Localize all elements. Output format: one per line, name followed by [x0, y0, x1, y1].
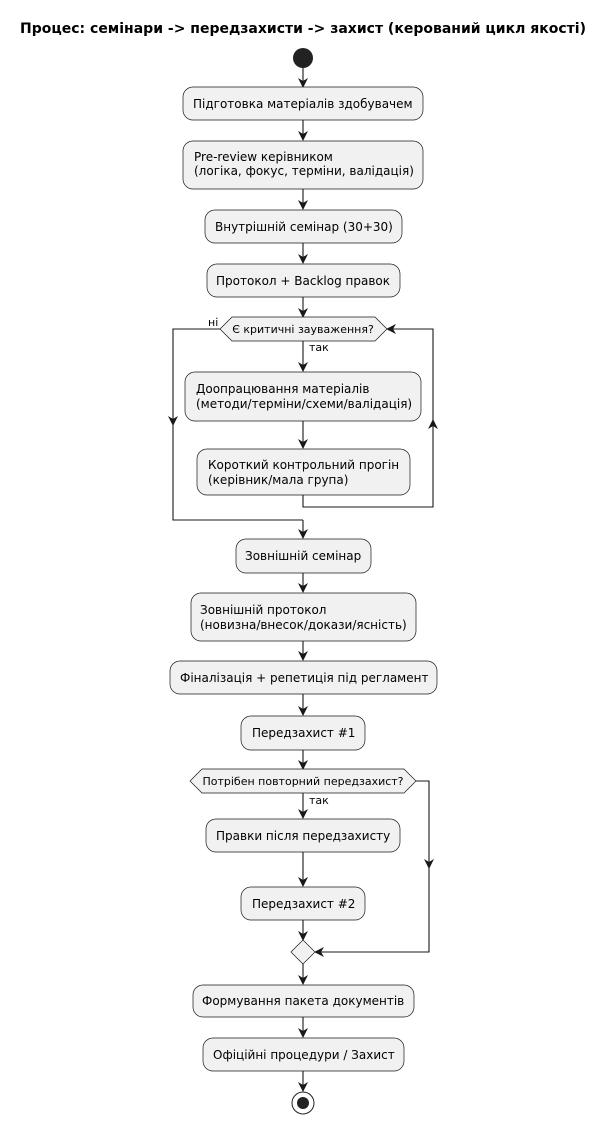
loop-back-arrow — [302, 419, 438, 508]
loop-back-to-decision-arrow — [386, 324, 434, 420]
no-branch-label: ні — [208, 316, 218, 329]
step-docs: Формування пакета документів — [192, 984, 415, 1018]
step-external-protocol: Зовнішній протокол (новизна/внесок/доказ… — [190, 592, 417, 642]
svg-text:Внутрішній семінар (30+30): Внутрішній семінар (30+30) — [215, 220, 393, 234]
step-finalization: Фіналізація + репетиція під регламент — [169, 660, 438, 695]
step-official: Офіційні процедури / Захист — [202, 1037, 405, 1072]
step-external-protocol-line-1: Зовнішній протокол — [200, 603, 326, 617]
svg-text:Короткий контрольний прогін: Короткий контрольний прогін (керівник/ма… — [208, 458, 403, 487]
step-prep: Підготовка матеріалів здобувачем — [182, 86, 424, 121]
skip-branch-merge-arrow — [314, 868, 430, 957]
svg-text:Офіційні процедури / Захист: Офіційні процедури / Захист — [213, 1048, 395, 1062]
step-prereview-line-1: Pre-review керівником — [194, 150, 333, 164]
step-protocol-line-1: Протокол + Backlog правок — [216, 274, 390, 288]
no-branch-merge-line — [172, 425, 303, 521]
step-predefense-1-line-1: Передзахист #1 — [252, 726, 355, 740]
step-short-run-line-1: Короткий контрольний прогін — [208, 458, 399, 472]
step-refine-line-1: Доопрацювання матеріалів — [196, 382, 369, 396]
step-external-protocol-line-2: (новизна/внесок/докази/ясність) — [200, 618, 407, 632]
step-fixes: Правки після передзахисту — [205, 818, 401, 853]
svg-text:Зовнішній протокол (нови: Зовнішній протокол (новизна/внесок/доказ… — [200, 603, 407, 632]
svg-text:Протокол + Backlog правок: Протокол + Backlog правок — [216, 274, 390, 288]
end-node — [291, 1091, 315, 1115]
merge-diamond — [290, 939, 316, 965]
step-external-seminar-line-1: Зовнішній семінар — [245, 549, 361, 563]
decision-repeat: Потрібен повторний передзахист? — [189, 768, 417, 794]
step-protocol: Протокол + Backlog правок — [206, 263, 401, 298]
step-predefense-2: Передзахист #2 — [240, 886, 366, 921]
svg-text:Передзахист #2: Передзахист #2 — [252, 897, 355, 911]
svg-text:Потрібен повторний передзахист: Потрібен повторний передзахист? — [202, 775, 403, 788]
step-prereview: Pre-review керівником (логіка, фокус, те… — [182, 140, 424, 190]
decision-critical: Є критичні зауваження? — [219, 316, 388, 342]
svg-text:Фіналізація + репетиція під ре: Фіналізація + репетиція під регламент — [180, 671, 428, 685]
diagram-title: Процес: семінари -> передзахисти -> захи… — [20, 21, 586, 37]
yes-branch-label: так — [309, 341, 329, 354]
svg-text:Зовнішній семінар: Зовнішній семінар — [245, 549, 361, 563]
svg-text:Є критичні зауваження?: Є критичні зауваження? — [232, 323, 374, 336]
decision-repeat-question: Потрібен повторний передзахист? — [202, 775, 403, 788]
svg-text:Правки після передзахисту: Правки після передзахисту — [216, 829, 390, 843]
svg-text:Pre-review керівником (л: Pre-review керівником (логіка, фокус, те… — [194, 150, 414, 178]
step-fixes-line-1: Правки після передзахисту — [216, 829, 390, 843]
skip-branch-arrow — [416, 780, 434, 869]
step-short-run-line-2: (керівник/мала група) — [208, 473, 348, 487]
svg-text:Доопрацювання матеріалів: Доопрацювання матеріалів (методи/терміни… — [196, 382, 412, 411]
yes-branch-label: так — [309, 794, 329, 807]
step-docs-line-1: Формування пакета документів — [202, 994, 404, 1008]
step-internal-seminar-line-1: Внутрішній семінар (30+30) — [215, 220, 393, 234]
step-external-seminar: Зовнішній семінар — [235, 538, 372, 574]
svg-text:Передзахист #1: Передзахист #1 — [252, 726, 355, 740]
step-internal-seminar: Внутрішній семінар (30+30) — [204, 209, 403, 244]
step-prep-line-1: Підготовка матеріалів здобувачем — [193, 97, 413, 111]
step-prereview-line-2: (логіка, фокус, терміни, валідація) — [194, 164, 414, 178]
svg-text:Формування пакета документів: Формування пакета документів — [202, 994, 404, 1008]
step-finalization-line-1: Фіналізація + репетиція під регламент — [180, 671, 428, 685]
step-predefense-1: Передзахист #1 — [240, 715, 366, 751]
svg-text:Підготовка матеріалів здобувач: Підготовка матеріалів здобувачем — [193, 97, 413, 111]
decision-critical-question: Є критичні зауваження? — [232, 323, 374, 336]
start-node — [293, 48, 313, 68]
step-refine: Доопрацювання матеріалів (методи/терміни… — [184, 371, 422, 422]
step-official-line-1: Офіційні процедури / Захист — [213, 1048, 395, 1062]
step-short-run: Короткий контрольний прогін (керівник/ма… — [196, 448, 411, 496]
step-predefense-2-line-1: Передзахист #2 — [252, 897, 355, 911]
step-refine-line-2: (методи/терміни/схеми/валідація) — [196, 397, 412, 411]
no-branch-arrow — [168, 328, 220, 426]
